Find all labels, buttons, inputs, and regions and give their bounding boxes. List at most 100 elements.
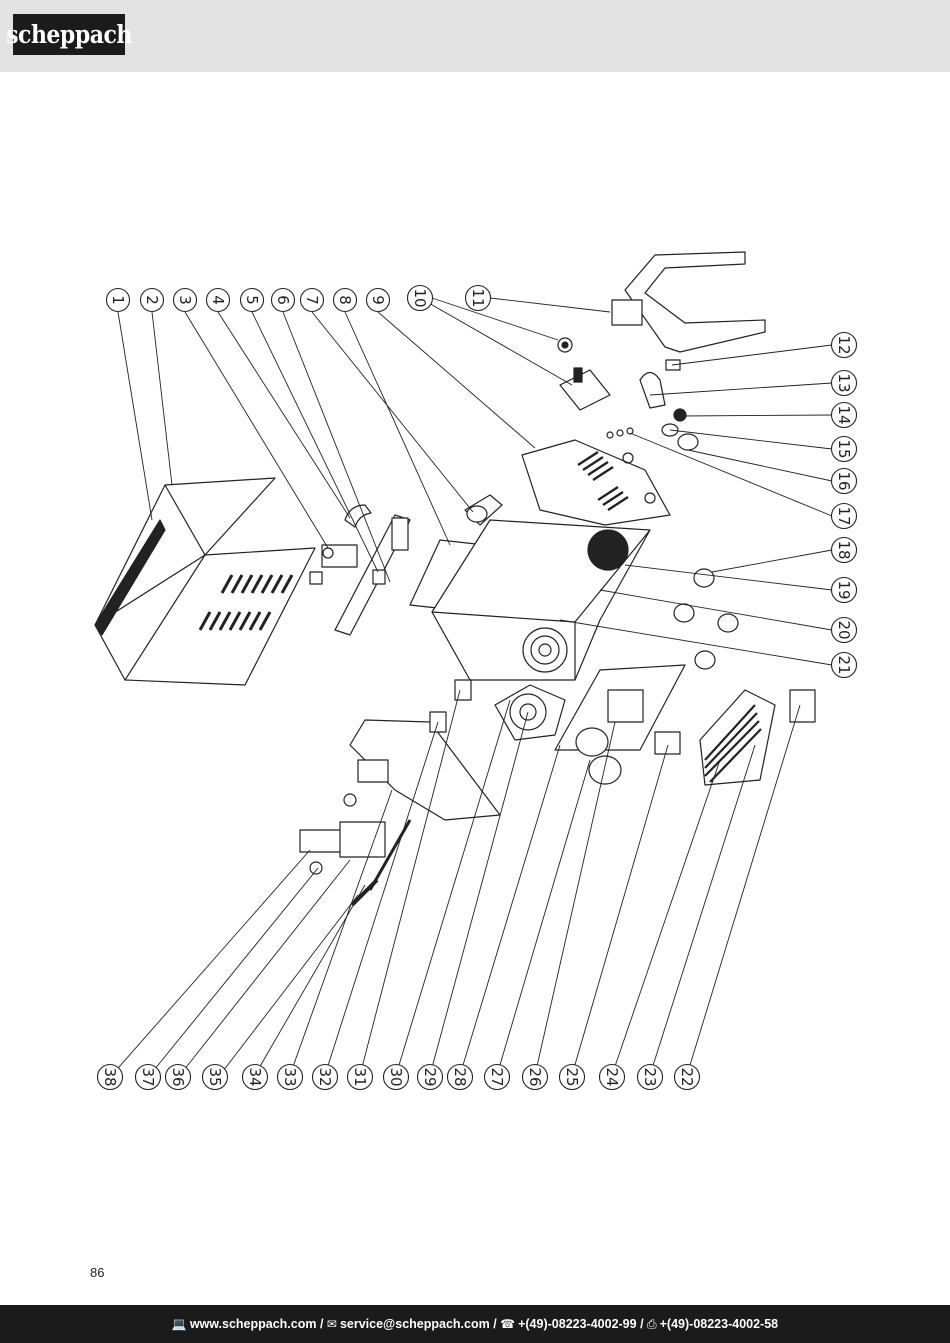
callout-29: 29 [421, 1067, 439, 1086]
callout-circle-36 [164, 1063, 192, 1091]
callout-6: 6 [274, 295, 292, 305]
callout-circle-37 [134, 1063, 162, 1091]
front-panel [349, 679, 501, 821]
callout-circle-3 [172, 287, 198, 313]
callout-9: 9 [369, 295, 387, 305]
footer-website[interactable]: www.scheppach.com [189, 1317, 317, 1331]
computer-icon: 💻 [171, 1317, 187, 1331]
callout-35: 35 [206, 1067, 224, 1086]
callout-circle-12 [830, 331, 858, 359]
callout-circle-2 [139, 287, 165, 313]
header-band: scheppach [0, 0, 950, 72]
callout-circle-4 [205, 287, 231, 313]
housing-cover [94, 477, 316, 686]
callout-21: 21 [835, 655, 853, 674]
callout-5: 5 [243, 295, 261, 305]
footer-contact-bar: 💻 www.scheppach.com / ✉ service@scheppac… [0, 1305, 950, 1343]
page-number: 86 [90, 1265, 105, 1280]
callout-17: 17 [835, 506, 853, 525]
callout-23: 23 [641, 1067, 659, 1086]
clamp-bracket [464, 494, 503, 526]
callout-25: 25 [563, 1067, 581, 1086]
callout-circle-24 [598, 1063, 626, 1091]
callout-16: 16 [835, 471, 853, 490]
callout-circle-35 [201, 1063, 229, 1091]
elbow-fitting [344, 504, 372, 528]
callout-circle-13 [830, 369, 858, 397]
callout-4: 4 [209, 295, 227, 305]
callout-circle-6 [270, 287, 296, 313]
phone-icon: ☎ [500, 1317, 516, 1331]
callout-circle-27 [483, 1063, 511, 1091]
callout-circle-11 [464, 284, 492, 312]
callout-12: 12 [835, 335, 853, 354]
callout-24: 24 [603, 1067, 621, 1086]
callout-circle-10 [406, 284, 434, 312]
callout-circle-32 [311, 1063, 339, 1091]
callout-circle-14 [830, 401, 858, 429]
callout-19: 19 [835, 580, 853, 599]
callout-14: 14 [835, 405, 853, 424]
callout-33: 33 [281, 1067, 299, 1086]
mounting-rail [334, 514, 411, 636]
callout-15: 15 [835, 439, 853, 458]
control-board [559, 367, 611, 411]
callout-7: 7 [303, 295, 321, 305]
callout-28: 28 [451, 1067, 469, 1086]
callout-labels: 1 2 3 4 5 6 7 8 9 10 11 12 13 14 15 16 1… [101, 288, 853, 1086]
callout-circle-15 [830, 435, 858, 463]
brand-logo-text: scheppach [6, 19, 132, 50]
heatsinks [654, 689, 816, 786]
callout-circle-19 [830, 576, 858, 604]
callout-circle-23 [636, 1063, 664, 1091]
callout-circle-33 [276, 1063, 304, 1091]
leader-lines [111, 297, 833, 1076]
top-panel [521, 439, 671, 526]
callout-circle-30 [382, 1063, 410, 1091]
footer-separator: / [316, 1317, 327, 1331]
solenoid-valve [309, 544, 358, 585]
chassis-frame [431, 519, 651, 681]
callout-circle-34 [241, 1063, 269, 1091]
callout-circle-21 [830, 651, 858, 679]
callout-circle-28 [446, 1063, 474, 1091]
callout-circle-25 [558, 1063, 586, 1091]
callout-30: 30 [387, 1067, 405, 1086]
footer-phone: +(49)-08223-4002-99 [518, 1317, 637, 1331]
callout-34: 34 [246, 1067, 264, 1086]
callout-13: 13 [835, 373, 853, 392]
callout-38: 38 [101, 1067, 119, 1086]
callout-circle-5 [239, 287, 265, 313]
mail-icon: ✉ [326, 1317, 337, 1331]
callout-1: 1 [109, 295, 127, 305]
power-board [554, 664, 686, 785]
callout-circle-38 [96, 1063, 124, 1091]
callout-circle-1 [105, 287, 131, 313]
cooling-fan [494, 684, 566, 741]
callout-37: 37 [139, 1067, 157, 1086]
callout-circle-16 [830, 467, 858, 495]
callout-22: 22 [678, 1067, 696, 1086]
callout-8: 8 [336, 295, 354, 305]
callout-circle-8 [332, 287, 358, 313]
footer-email[interactable]: service@scheppach.com [339, 1317, 490, 1331]
callout-20: 20 [835, 620, 853, 639]
callout-circle-29 [416, 1063, 444, 1091]
filter-regulator [299, 793, 412, 907]
callout-11: 11 [469, 288, 487, 307]
torch-holder [611, 251, 766, 353]
rubber-feet [673, 568, 739, 670]
callout-36: 36 [169, 1067, 187, 1086]
callout-circle-31 [346, 1063, 374, 1091]
footer-fax: +(49)-08223-4002-58 [659, 1317, 779, 1331]
callout-circle-26 [521, 1063, 549, 1091]
callout-circle-22 [673, 1063, 701, 1091]
footer-separator: / [636, 1317, 648, 1331]
small-fittings [606, 359, 699, 451]
callout-2: 2 [143, 295, 161, 305]
callout-circle-9 [365, 287, 391, 313]
callout-circle-20 [830, 616, 858, 644]
callout-circles [96, 284, 858, 1091]
callout-27: 27 [488, 1067, 506, 1086]
